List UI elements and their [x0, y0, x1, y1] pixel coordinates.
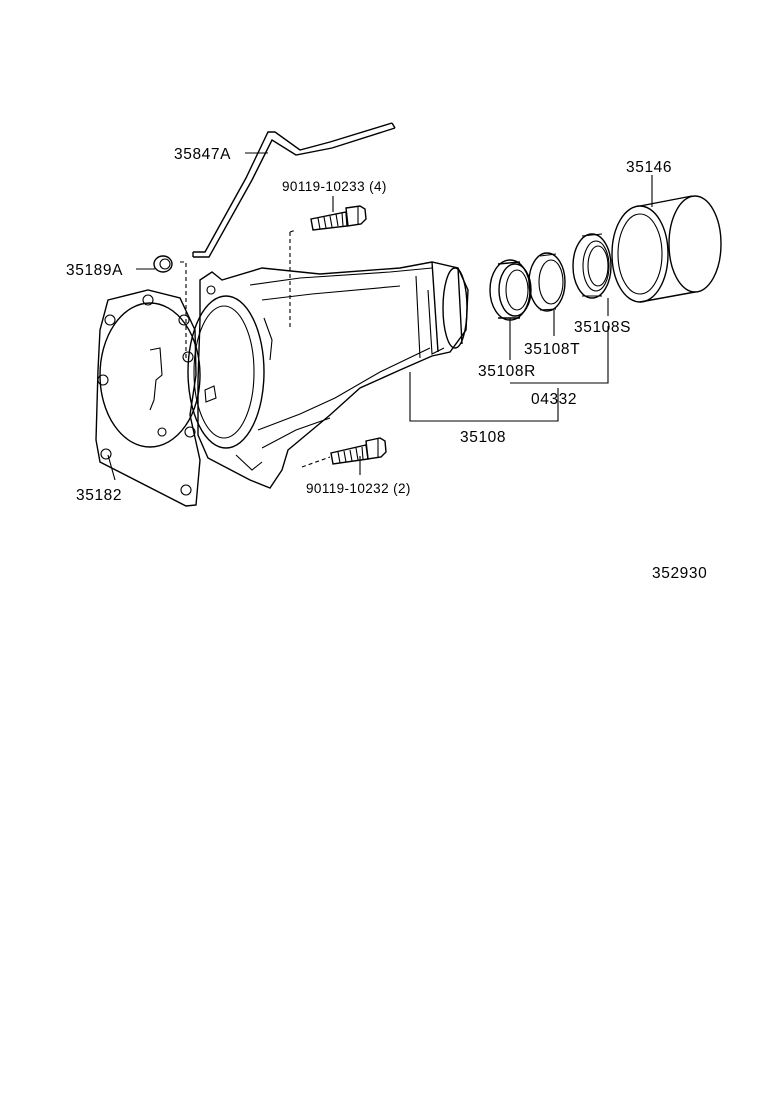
- label-kit: 04332: [531, 391, 577, 408]
- label-bolt-lower: 90119-10232 (2): [306, 481, 411, 496]
- plug: [153, 255, 187, 360]
- figure-number: 352930: [652, 565, 707, 582]
- label-housing: 35108: [460, 429, 506, 446]
- leader-lines: [107, 152, 653, 481]
- label-seal-r: 35108R: [478, 363, 536, 380]
- label-seal-s: 35108S: [574, 319, 631, 336]
- breather-tube: [192, 122, 396, 258]
- label-bolt-upper: 90119-10233 (4): [282, 179, 387, 194]
- label-sleeve: 35146: [626, 159, 672, 176]
- label-plug: 35189A: [66, 262, 123, 279]
- label-tube: 35847A: [174, 146, 231, 163]
- bolt-upper: [289, 205, 367, 330]
- gasket: [95, 289, 201, 507]
- seals-group: [489, 195, 722, 321]
- bolt-lower: [301, 437, 387, 468]
- label-gasket: 35182: [76, 487, 122, 504]
- extension-housing: [187, 261, 469, 489]
- label-seal-t: 35108T: [524, 341, 580, 358]
